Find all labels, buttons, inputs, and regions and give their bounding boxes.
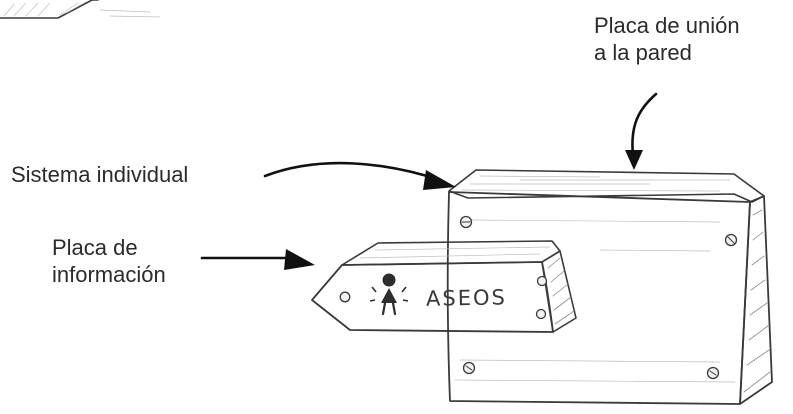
wall-plate-box [446,169,773,405]
label-individual-system: Sistema individual [11,161,188,188]
label-wall-plate: Placa de unión a la pared [594,12,740,66]
wall-plate-side-face [739,195,773,405]
label-individual-system-text: Sistema individual [11,162,189,187]
arrow-wall-plate [625,92,658,170]
info-plate-side-face [541,250,577,333]
person-icon [369,273,409,316]
corner-box-fragment [0,0,161,19]
label-info-plate: Placa de información [52,234,166,288]
info-plate-sign: ASEOS [311,240,577,333]
label-wall-plate-line-1: Placa de unión [594,13,740,38]
label-info-plate-line-2: información [52,262,166,287]
info-plate-screw-top-right [536,275,548,287]
info-plate-screw-bottom-right [535,308,547,320]
label-wall-plate-line-2: a la pared [594,40,692,65]
sign-text-aseos: ASEOS [426,285,507,310]
info-plate-screw-left [339,291,351,303]
arrow-info-plate [200,249,315,270]
label-info-plate-line-1: Placa de [52,235,138,260]
arrow-individual-system [263,161,456,190]
